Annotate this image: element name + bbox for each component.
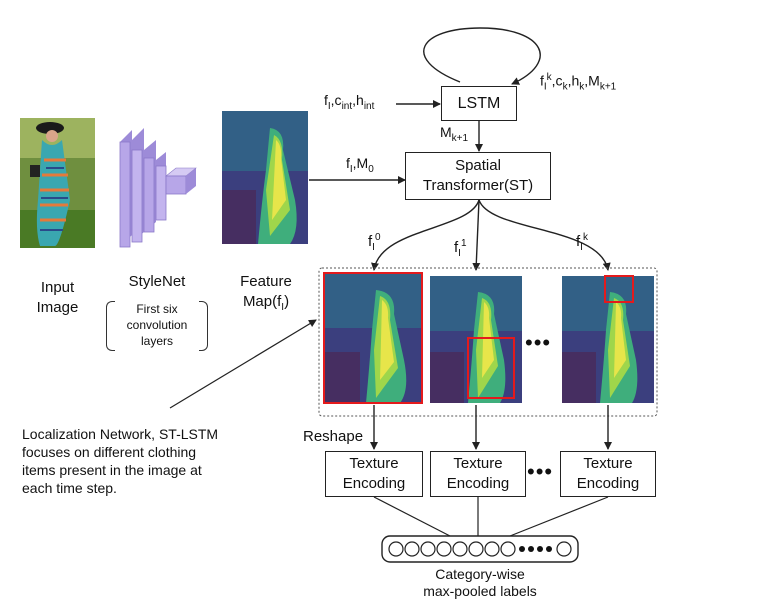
crop-heatmap-0 [323, 272, 423, 404]
texture-ellipsis: ••• [527, 459, 554, 484]
lstm-loop-arrow [423, 27, 541, 85]
lstm-input-label: fI,cint,hint [324, 92, 375, 112]
branch-label-k: fIk [576, 232, 588, 253]
stylenet-layers-graphic [119, 128, 197, 248]
crop-heatmap-k [562, 275, 654, 403]
st-branch-0 [371, 199, 480, 271]
st-input-label: fI,M0 [346, 155, 374, 175]
branch-label-1: fI1 [454, 238, 467, 259]
stylenet-title: StyleNet [128, 273, 186, 290]
annotation-arrow [169, 319, 317, 409]
input-image [20, 118, 95, 248]
crop-heatmap-1 [430, 276, 522, 403]
mk1-label: Mk+1 [440, 124, 469, 144]
annotation-text: Localization Network, ST-LSTM focuses on… [22, 426, 219, 496]
feature-map-label: Feature Map(fI) [240, 273, 292, 313]
stylenet-note: First six convolution layers [126, 302, 188, 348]
spatial-transformer-box: Spatial Transformer(ST) [405, 152, 551, 200]
feature-map-heatmap [222, 111, 308, 244]
st-branch-k [478, 199, 611, 271]
crops-ellipsis: ••• [525, 330, 552, 355]
stylenet-note-bracket: First six convolution layers [106, 301, 208, 351]
texture-encoding-box-0: Texture Encoding [325, 451, 423, 497]
texture-encoding-box-1: Texture Encoding [430, 451, 526, 497]
input-image-label: Input Image [36, 279, 79, 316]
texture-encoding-box-k: Texture Encoding [560, 451, 656, 497]
lstm-box: LSTM [441, 86, 517, 121]
reshape-label: Reshape [303, 428, 364, 445]
crops-container [318, 267, 658, 417]
branch-label-0: fI0 [368, 232, 381, 253]
output-caption: Category-wise max-pooled labels [423, 566, 537, 599]
lstm-output-label: fIk,ck,hk,Mk+1 [540, 72, 617, 93]
output-label-vector [381, 535, 579, 563]
st-branch-1 [472, 199, 481, 271]
